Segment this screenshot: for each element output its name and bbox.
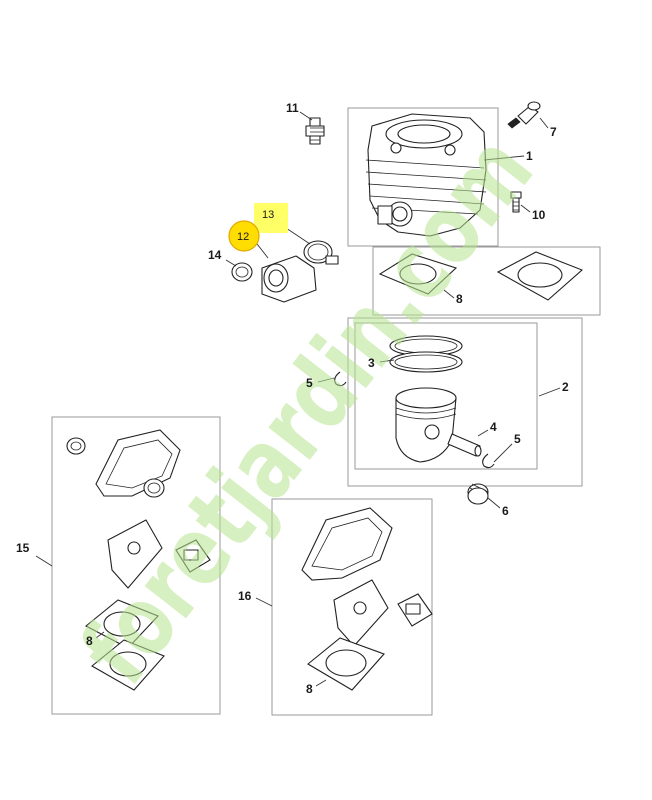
highlight-circle-12: [228, 220, 260, 252]
callout-13: 13: [262, 209, 274, 221]
callout-6: 6: [502, 504, 509, 518]
screw-part: [510, 191, 522, 213]
gasket-box: [372, 246, 601, 316]
hose-clamp-part: [303, 240, 339, 265]
callout-12: 12: [237, 231, 249, 243]
highlight-square-13: [254, 203, 288, 233]
callout-1: 1: [526, 149, 533, 163]
callout-8a: 8: [456, 292, 463, 306]
callout-8b: 8: [86, 634, 93, 648]
gasket-set-15-parts: [66, 429, 211, 691]
seal-ring-part: [231, 262, 253, 282]
piston-rings-part: [389, 335, 463, 373]
cylinder-box: [347, 107, 499, 247]
decompression-valve-part: [507, 101, 541, 129]
callout-4: 4: [490, 420, 497, 434]
intake-manifold-part: [261, 255, 317, 303]
piston-part: [395, 387, 457, 463]
watermark-text: foretjardin.com: [60, 115, 555, 704]
callout-16: 16: [238, 589, 252, 603]
callout-15: 15: [16, 541, 30, 555]
callout-10: 10: [532, 208, 546, 222]
piston-pin-part: [447, 433, 482, 457]
watermark: foretjardin.com: [60, 115, 555, 704]
circlip-part-a: [334, 371, 347, 387]
callout-2: 2: [562, 380, 569, 394]
circlip-part-b: [482, 453, 495, 469]
piston-inner-box: [354, 322, 538, 470]
cylinder-gasket-part: [378, 251, 584, 301]
callout-5a: 5: [306, 376, 313, 390]
leader-lines: [35, 111, 561, 687]
spark-plug-part: [305, 117, 325, 145]
callout-3: 3: [368, 356, 375, 370]
needle-cage-part: [467, 483, 489, 505]
gasket-set-box-16: [271, 498, 433, 716]
callout-7: 7: [550, 125, 557, 139]
callout-14: 14: [208, 248, 222, 262]
cylinder-part: [365, 113, 487, 237]
gasket-set-16-parts: [301, 507, 433, 691]
callout-8c: 8: [306, 682, 313, 696]
callout-5b: 5: [514, 432, 521, 446]
callout-11: 11: [286, 101, 299, 115]
piston-outer-box: [347, 317, 583, 487]
